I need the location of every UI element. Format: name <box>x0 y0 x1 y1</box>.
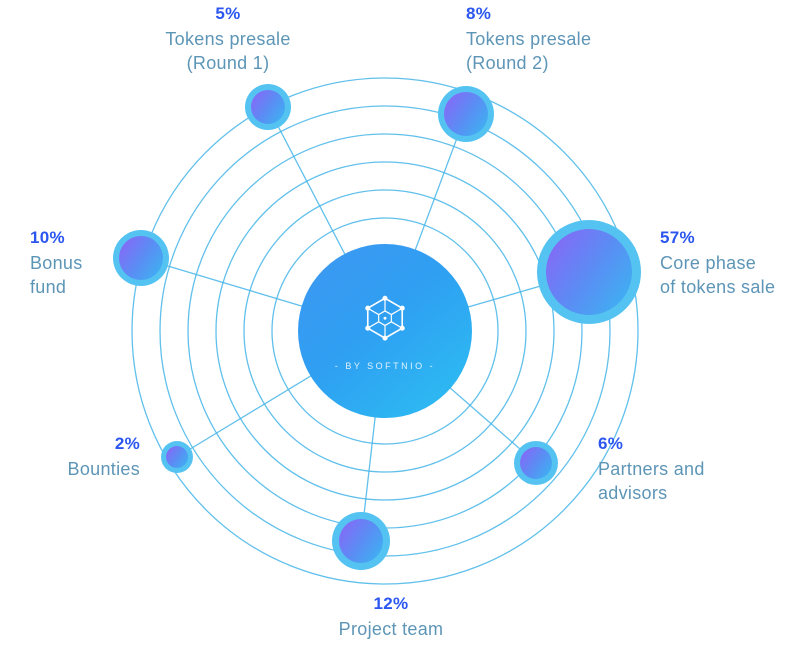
label-text: Core phase of tokens sale <box>660 253 776 297</box>
node-partners-advisors <box>514 441 558 485</box>
node-bonus-fund <box>113 230 169 286</box>
node-bubble <box>520 447 552 479</box>
hexagon-network-logo-icon <box>365 295 405 341</box>
node-bubble <box>251 90 285 124</box>
percent-value: 2% <box>114 434 140 453</box>
node-bubble <box>546 229 632 315</box>
node-project-team <box>332 512 390 570</box>
label-tokens-presale-round-1: 5% Tokens presale (Round 1) <box>128 4 328 76</box>
percent-value: 10% <box>30 228 65 247</box>
hub-caption: - BY SOFTNIO - <box>334 361 436 371</box>
center-hub: - BY SOFTNIO - <box>298 244 472 418</box>
label-text: Tokens presale (Round 1) <box>165 29 291 73</box>
label-partners-advisors: 6% Partners and advisors <box>598 434 768 506</box>
node-tokens-presale-round-1 <box>245 84 291 130</box>
percent-value: 8% <box>466 4 492 23</box>
percent-value: 6% <box>598 434 624 453</box>
label-core-phase: 57% Core phase of tokens sale <box>660 228 810 300</box>
label-text: Project team <box>338 619 444 639</box>
percent-value: 5% <box>215 4 241 23</box>
node-bubble <box>339 519 383 563</box>
label-bonus-fund: 10% Bonus fund <box>30 228 170 300</box>
label-text: Tokens presale (Round 2) <box>466 29 592 73</box>
node-tokens-presale-round-2 <box>438 86 494 142</box>
label-text: Partners and advisors <box>598 459 705 503</box>
label-bounties: 2% Bounties <box>20 434 140 482</box>
node-core-phase <box>537 220 641 324</box>
node-bubble <box>444 92 488 136</box>
node-bounties <box>161 441 193 473</box>
node-bubble <box>166 446 188 468</box>
label-tokens-presale-round-2: 8% Tokens presale (Round 2) <box>466 4 686 76</box>
label-text: Bounties <box>67 459 140 479</box>
label-project-team: 12% Project team <box>291 594 491 642</box>
node-bubble <box>119 236 163 280</box>
label-text: Bonus fund <box>30 253 83 297</box>
percent-value: 57% <box>660 228 695 247</box>
percent-value: 12% <box>373 594 409 613</box>
